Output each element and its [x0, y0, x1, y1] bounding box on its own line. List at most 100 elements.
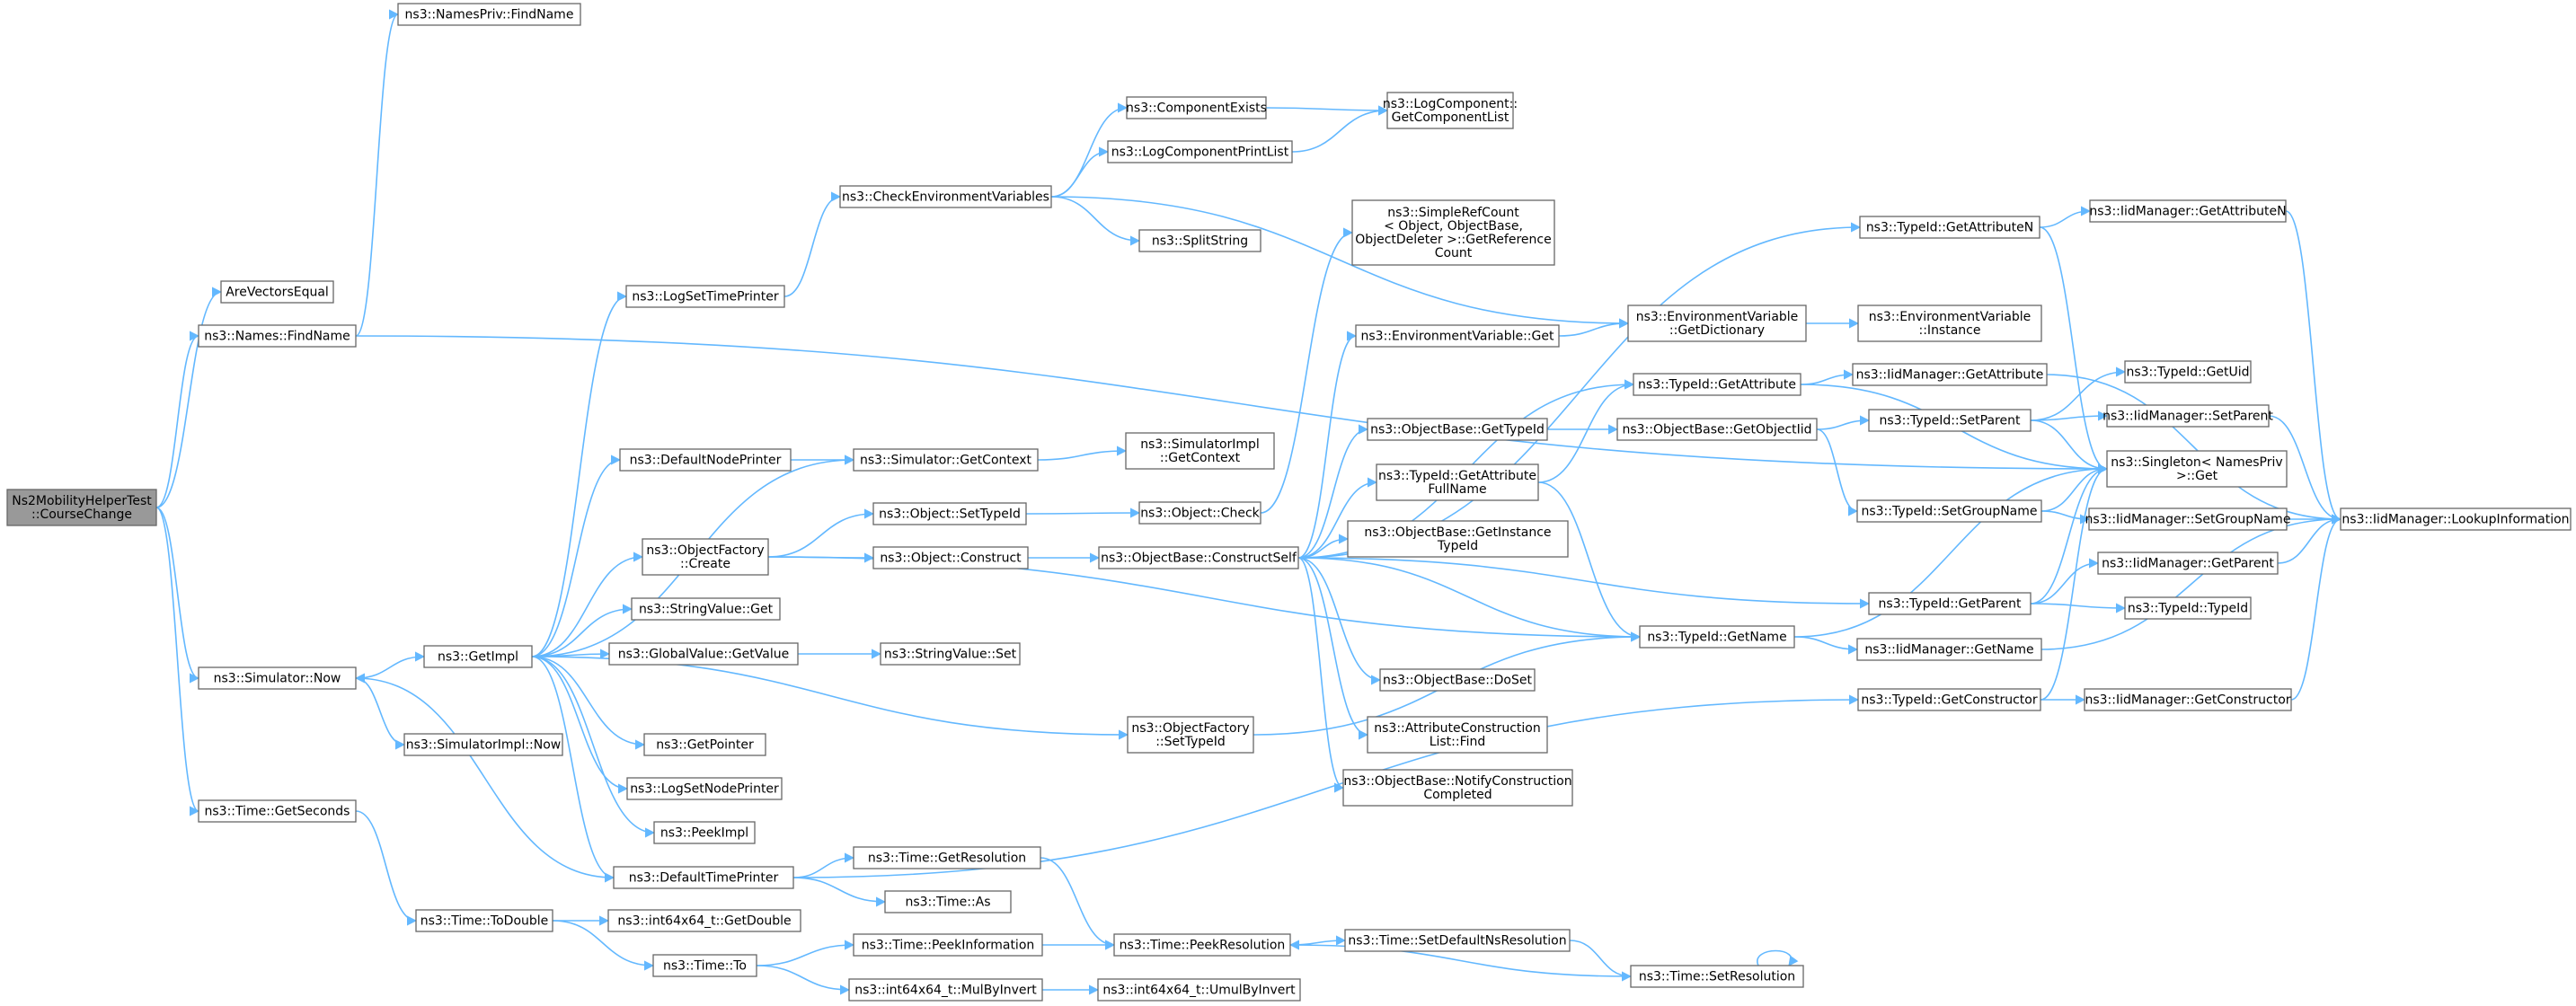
node-box [1386, 92, 1514, 129]
node-label: Completed [1423, 788, 1492, 802]
node-timeGetSec[interactable]: ns3::Time::GetSeconds [198, 799, 357, 823]
node-box [1852, 363, 2048, 386]
node-timeTo[interactable]: ns3::Time::To [652, 954, 757, 977]
node-objFactSetTid[interactable]: ns3::ObjectFactory::SetTypeId [1127, 716, 1254, 754]
node-strValGet[interactable]: ns3::StringValue::Get [631, 597, 781, 621]
node-objBaseNotify[interactable]: ns3::ObjectBase::NotifyConstructionCompl… [1342, 769, 1573, 807]
node-getImpl[interactable]: ns3::GetImpl [423, 645, 533, 668]
node-envVarGetDict[interactable]: ns3::EnvironmentVariable::GetDictionary [1627, 304, 1807, 342]
node-tidGetName[interactable]: ns3::TypeId::GetName [1639, 625, 1795, 649]
node-box [1347, 520, 1569, 558]
node-simpleRef[interactable]: ns3::SimpleRefCount< Object, ObjectBase,… [1351, 199, 1555, 266]
node-box [1107, 140, 1293, 163]
node-label: ns3::TypeId::GetConstructor [1861, 693, 2037, 708]
node-label: ns3::AttributeConstruction [1374, 721, 1540, 736]
node-tidGetAttr[interactable]: ns3::TypeId::GetAttribute [1633, 373, 1801, 396]
node-tidGetAttrN[interactable]: ns3::TypeId::GetAttributeN [1859, 216, 2040, 239]
node-logCompGetList[interactable]: ns3::LogComponent::GetComponentList [1383, 92, 1518, 129]
node-timeToDouble[interactable]: ns3::Time::ToDouble [415, 909, 553, 932]
node-objBaseGetOTid[interactable]: ns3::ObjectBase::GetObjectIid [1616, 418, 1818, 441]
node-strValSet[interactable]: ns3::StringValue::Set [880, 642, 1021, 666]
node-tidTypeId[interactable]: ns3::TypeId::TypeId [2124, 596, 2252, 620]
node-timePeekInfo[interactable]: ns3::Time::PeekInformation [853, 933, 1043, 957]
node-iidLookup[interactable]: ns3::IidManager::LookupInformation [2340, 507, 2572, 531]
node-timeGetRes[interactable]: ns3::Time::GetResolution [853, 846, 1041, 869]
node-tidSetGroup[interactable]: ns3::TypeId::SetGroupName [1856, 499, 2042, 523]
node-box [853, 933, 1043, 957]
node-objConstruct[interactable]: ns3::Object::Construct [872, 546, 1029, 569]
node-iidGetAttrN[interactable]: ns3::IidManager::GetAttributeN [2089, 199, 2287, 223]
node-int64GetDouble[interactable]: ns3::int64x64_t::GetDouble [607, 909, 801, 932]
node-splitString[interactable]: ns3::SplitString [1138, 229, 1261, 252]
node-mulByInv[interactable]: ns3::int64x64_t::MulByInvert [848, 978, 1043, 1002]
node-label: ObjectDeleter >::GetReference [1355, 233, 1551, 247]
edge-tidGetCons-to-singletonGet [2040, 463, 2109, 701]
edge-getImpl-to-peekImpl [531, 656, 656, 838]
node-label: ns3::Singleton< NamesPriv [2111, 455, 2282, 470]
node-objCheck[interactable]: ns3::Object::Check [1138, 501, 1261, 525]
node-tidGetParent[interactable]: ns3::TypeId::GetParent [1868, 592, 2032, 615]
node-checkEnv[interactable]: ns3::CheckEnvironmentVariables [839, 185, 1052, 208]
node-singletonGet[interactable]: ns3::Singleton< NamesPriv>::Get [2106, 450, 2288, 488]
node-simNow[interactable]: ns3::Simulator::Now [198, 666, 357, 690]
node-iidGetCons[interactable]: ns3::IidManager::GetConstructor [2084, 688, 2292, 711]
node-box [415, 909, 553, 932]
node-areVec[interactable]: AreVectorsEqual [220, 280, 334, 304]
node-objBaseDoSet[interactable]: ns3::ObjectBase::DoSet [1379, 668, 1536, 692]
node-simImplGetCtx[interactable]: ns3::SimulatorImpl::GetContext [1125, 432, 1275, 470]
node-tidGetCons[interactable]: ns3::TypeId::GetConstructor [1857, 688, 2041, 711]
node-box [423, 645, 533, 668]
node-globValGet[interactable]: ns3::GlobalValue::GetValue [608, 642, 799, 666]
node-iidSetGroup[interactable]: ns3::IidManager::SetGroupName [2085, 507, 2291, 531]
node-label: ns3::Object::SetTypeId [879, 507, 1021, 522]
node-timeAs[interactable]: ns3::Time::As [884, 890, 1012, 913]
node-label: ns3::TypeId::SetGroupName [1861, 505, 2037, 519]
node-compExists[interactable]: ns3::ComponentExists [1126, 96, 1267, 119]
node-box [848, 978, 1043, 1002]
node-logSetNode[interactable]: ns3::LogSetNodePrinter [626, 777, 783, 800]
edge-tidGetAttrN-to-singletonGet [2039, 226, 2109, 474]
node-objFactCreate[interactable]: ns3::ObjectFactory::Create [642, 538, 769, 576]
node-objBaseGetTid[interactable]: ns3::ObjectBase::GetTypeId [1367, 418, 1548, 441]
node-getPointer[interactable]: ns3::GetPointer [643, 733, 766, 756]
node-defNodePr[interactable]: ns3::DefaultNodePrinter [619, 448, 792, 472]
node-tidGetUid[interactable]: ns3::TypeId::GetUid [2124, 360, 2252, 384]
node-defTimePr[interactable]: ns3::DefaultTimePrinter [613, 866, 794, 889]
edge-getImpl-to-logSetNode [531, 656, 629, 794]
node-label: Count [1435, 246, 1473, 260]
node-envVarInst[interactable]: ns3::EnvironmentVariable::Instance [1857, 304, 2042, 342]
node-simImplNow[interactable]: ns3::SimulatorImpl::Now [403, 733, 563, 756]
node-peekImpl[interactable]: ns3::PeekImpl [653, 821, 756, 844]
node-box [652, 954, 757, 977]
node-objBaseCS[interactable]: ns3::ObjectBase::ConstructSelf [1098, 546, 1299, 569]
edge-objBaseCS-to-attrConsFind [1297, 557, 1369, 740]
node-timePeekRes[interactable]: ns3::Time::PeekResolution [1113, 933, 1291, 957]
node-umulByInv[interactable]: ns3::int64x64_t::UmulByInvert [1097, 978, 1301, 1002]
node-simGetCtx[interactable]: ns3::Simulator::GetContext [853, 448, 1039, 472]
node-envVarGet[interactable]: ns3::EnvironmentVariable::Get [1355, 324, 1560, 348]
node-root[interactable]: Ns2MobilityHelperTest::CourseChange [6, 489, 157, 526]
node-iidGetParent[interactable]: ns3::IidManager::GetParent [2097, 552, 2279, 575]
node-timeSetRes[interactable]: ns3::Time::SetResolution [1630, 965, 1804, 988]
node-iidSetParent[interactable]: ns3::IidManager::SetParent [2102, 404, 2273, 428]
node-label: ns3::Time::As [905, 896, 990, 910]
node-namesFind[interactable]: ns3::Names::FindName [198, 324, 357, 348]
node-box [1342, 769, 1573, 807]
node-iidGetAttr[interactable]: ns3::IidManager::GetAttribute [1852, 363, 2048, 386]
node-label: ns3::Time::SetDefaultNsResolution [1348, 934, 1566, 949]
node-logCompPrint[interactable]: ns3::LogComponentPrintList [1107, 140, 1293, 163]
node-namesPrivFind[interactable]: ns3::NamesPriv::FindName [397, 3, 581, 26]
node-label: ns3::Time::To [663, 959, 747, 974]
node-iidGetName[interactable]: ns3::IidManager::GetName [1856, 638, 2042, 661]
node-label: ns3::IidManager::GetConstructor [2085, 693, 2290, 708]
node-objSetTid[interactable]: ns3::Object::SetTypeId [872, 502, 1027, 525]
node-box [1630, 965, 1804, 988]
node-box [403, 733, 563, 756]
node-logSetTime[interactable]: ns3::LogSetTimePrinter [625, 285, 785, 308]
node-tidSetParent[interactable]: ns3::TypeId::SetParent [1868, 409, 2032, 432]
node-box [1856, 499, 2042, 523]
node-timeSetDefNs[interactable]: ns3::Time::SetDefaultNsResolution [1344, 929, 1571, 952]
